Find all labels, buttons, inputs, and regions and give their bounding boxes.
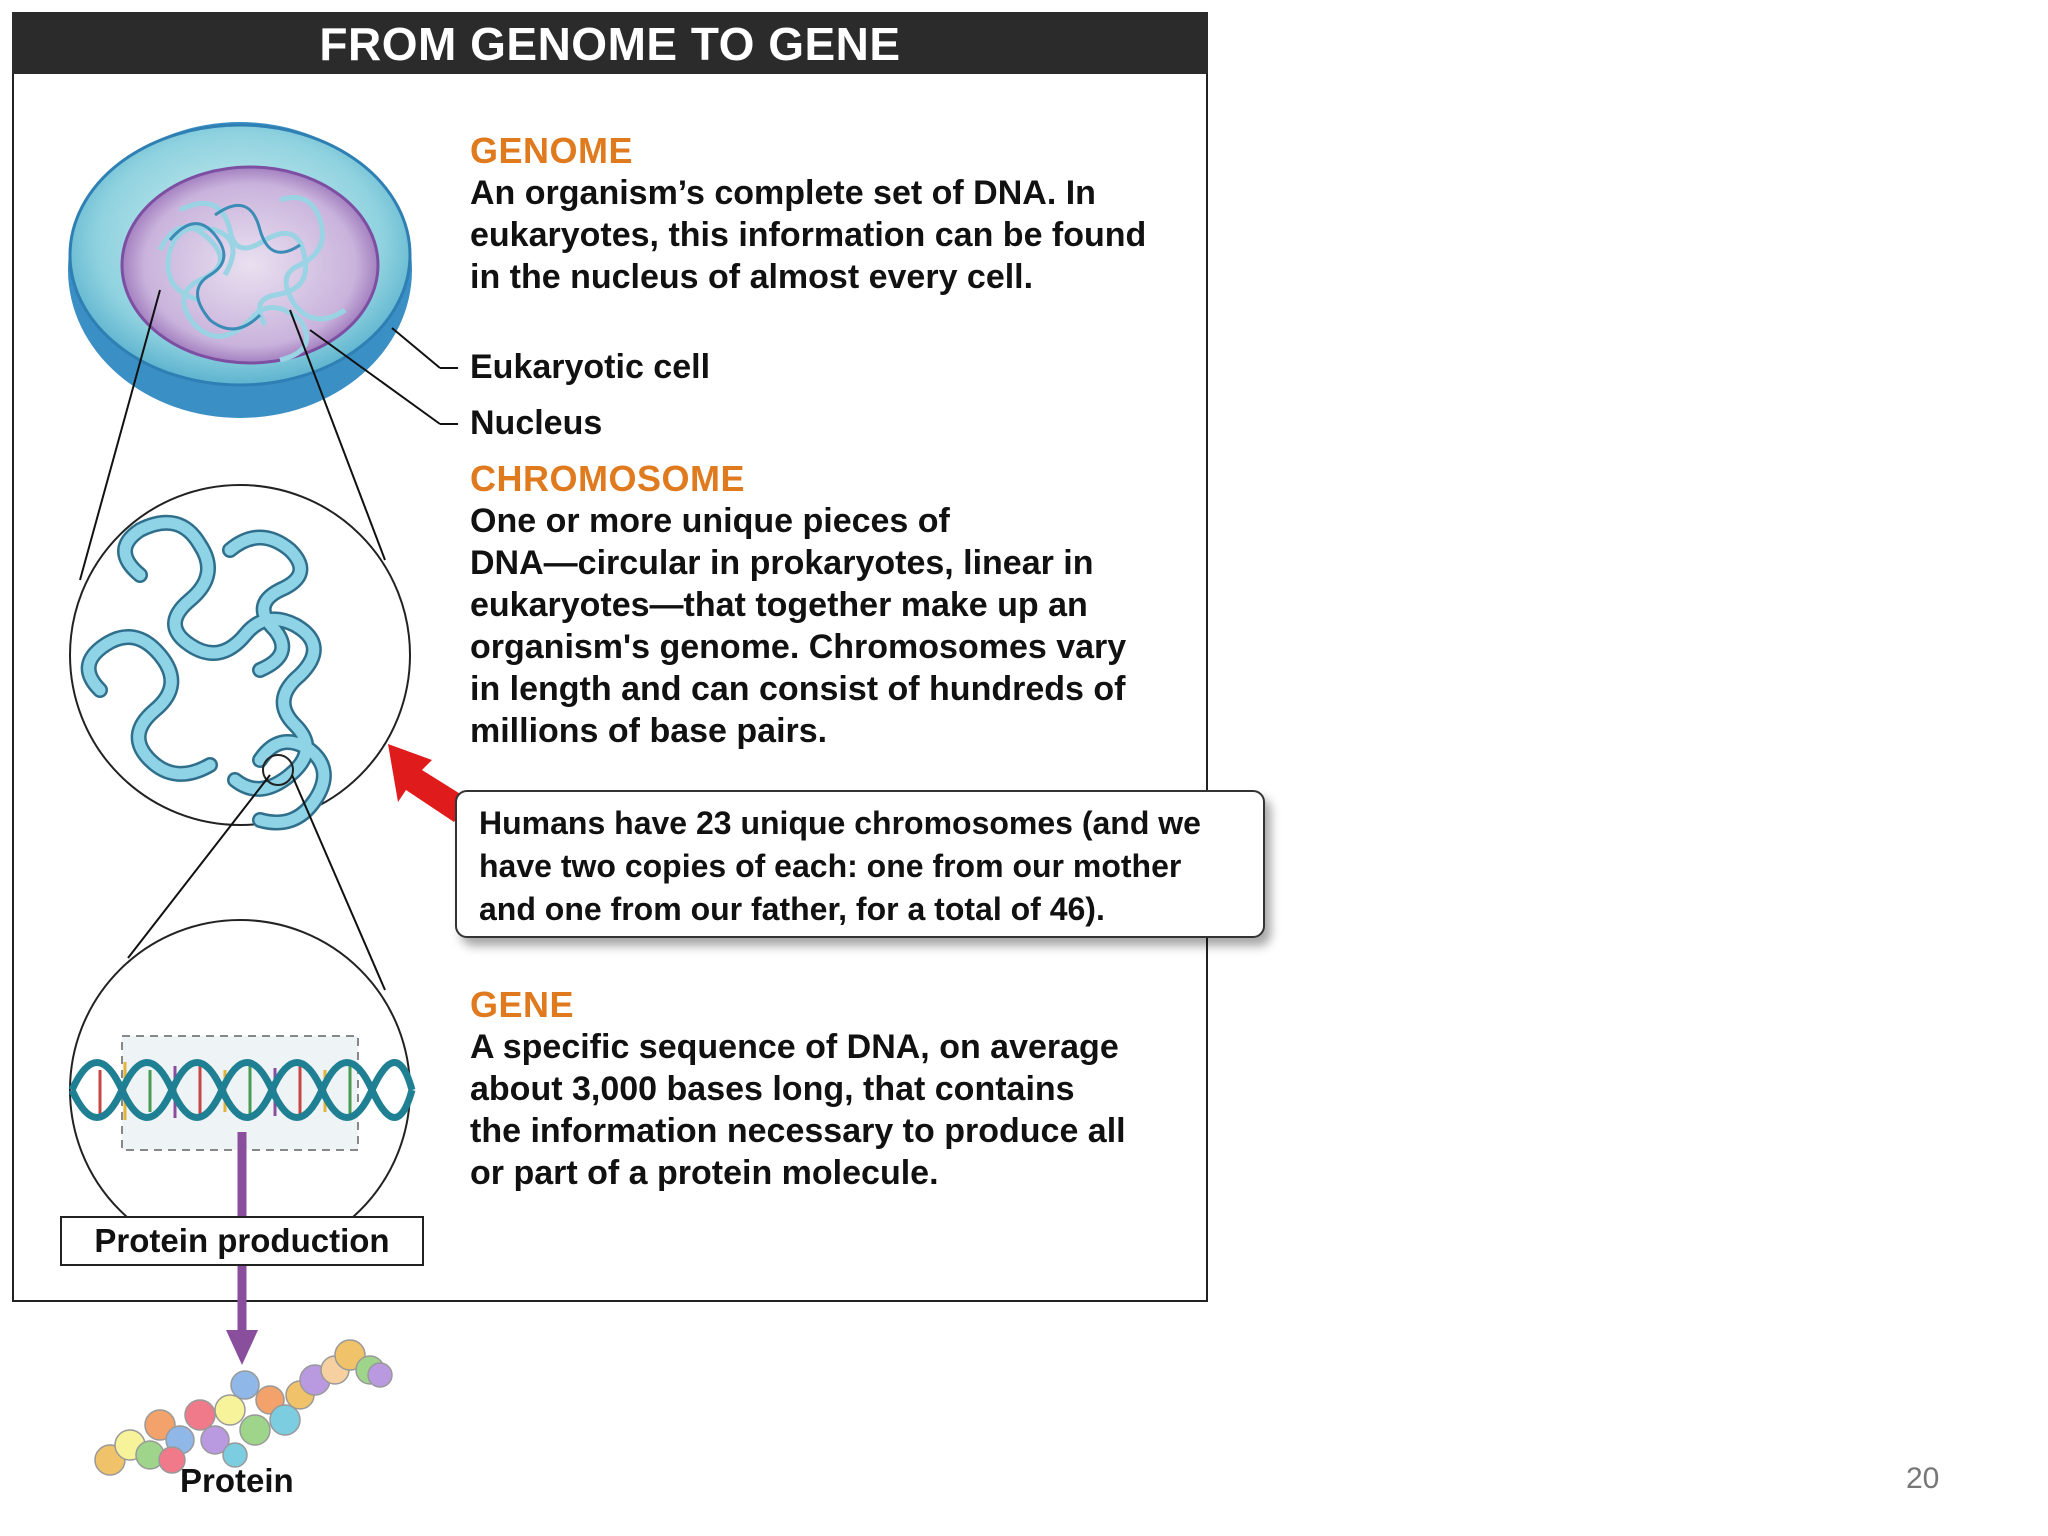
chromosome-description: One or more unique pieces of DNA—circula… — [470, 500, 1126, 752]
chromosome-line: One or more unique pieces of — [470, 502, 950, 540]
genome-line: An organism’s complete set of DNA. In — [470, 174, 1096, 212]
chromosome-heading: CHROMOSOME — [470, 458, 745, 499]
gene-line: about 3,000 bases long, that contains — [470, 1070, 1075, 1108]
eukaryotic-cell-label: Eukaryotic cell — [470, 348, 711, 386]
protein-label: Protein — [180, 1462, 294, 1499]
gene-line: the information necessary to produce all — [470, 1112, 1126, 1150]
figure-title: FROM GENOME TO GENE — [12, 12, 1208, 74]
chromosome-line: organism's genome. Chromosomes vary — [470, 628, 1127, 666]
gene-dna-illustration — [68, 919, 416, 1261]
protein-illustration — [94, 1339, 393, 1476]
slide-number: 20 — [1906, 1462, 1940, 1495]
chromosome-line: millions of base pairs. — [470, 712, 828, 750]
red-pointer-arrow — [388, 744, 470, 822]
chromosome-illustration — [69, 484, 411, 831]
genome-heading: GENOME — [470, 130, 634, 171]
protein-production-label: Protein production — [60, 1216, 424, 1266]
chromosome-line: in length and can consist of hundreds of — [470, 670, 1126, 708]
gene-description: A specific sequence of DNA, on average a… — [470, 1026, 1126, 1194]
chromosome-line: DNA—circular in prokaryotes, linear in — [470, 544, 1094, 582]
eukaryotic-cell-illustration — [68, 122, 458, 425]
genome-line: eukaryotes, this information can be foun… — [470, 216, 1147, 254]
gene-line: A specific sequence of DNA, on average — [470, 1028, 1119, 1066]
humans-chromosome-callout: Humans have 23 unique chromosomes (and w… — [455, 790, 1265, 938]
genome-line: in the nucleus of almost every cell. — [470, 258, 1034, 296]
nucleus-label: Nucleus — [470, 404, 603, 442]
gene-line: or part of a protein molecule. — [470, 1154, 939, 1192]
callout-line: and one from our father, for a total of … — [479, 891, 1105, 927]
callout-line: Humans have 23 unique chromosomes (and w… — [479, 805, 1201, 841]
chromosome-line: eukaryotes—that together make up an — [470, 586, 1088, 624]
callout-line: have two copies of each: one from our mo… — [479, 848, 1182, 884]
genome-description: An organism’s complete set of DNA. In eu… — [470, 172, 1146, 298]
gene-heading: GENE — [470, 984, 575, 1025]
